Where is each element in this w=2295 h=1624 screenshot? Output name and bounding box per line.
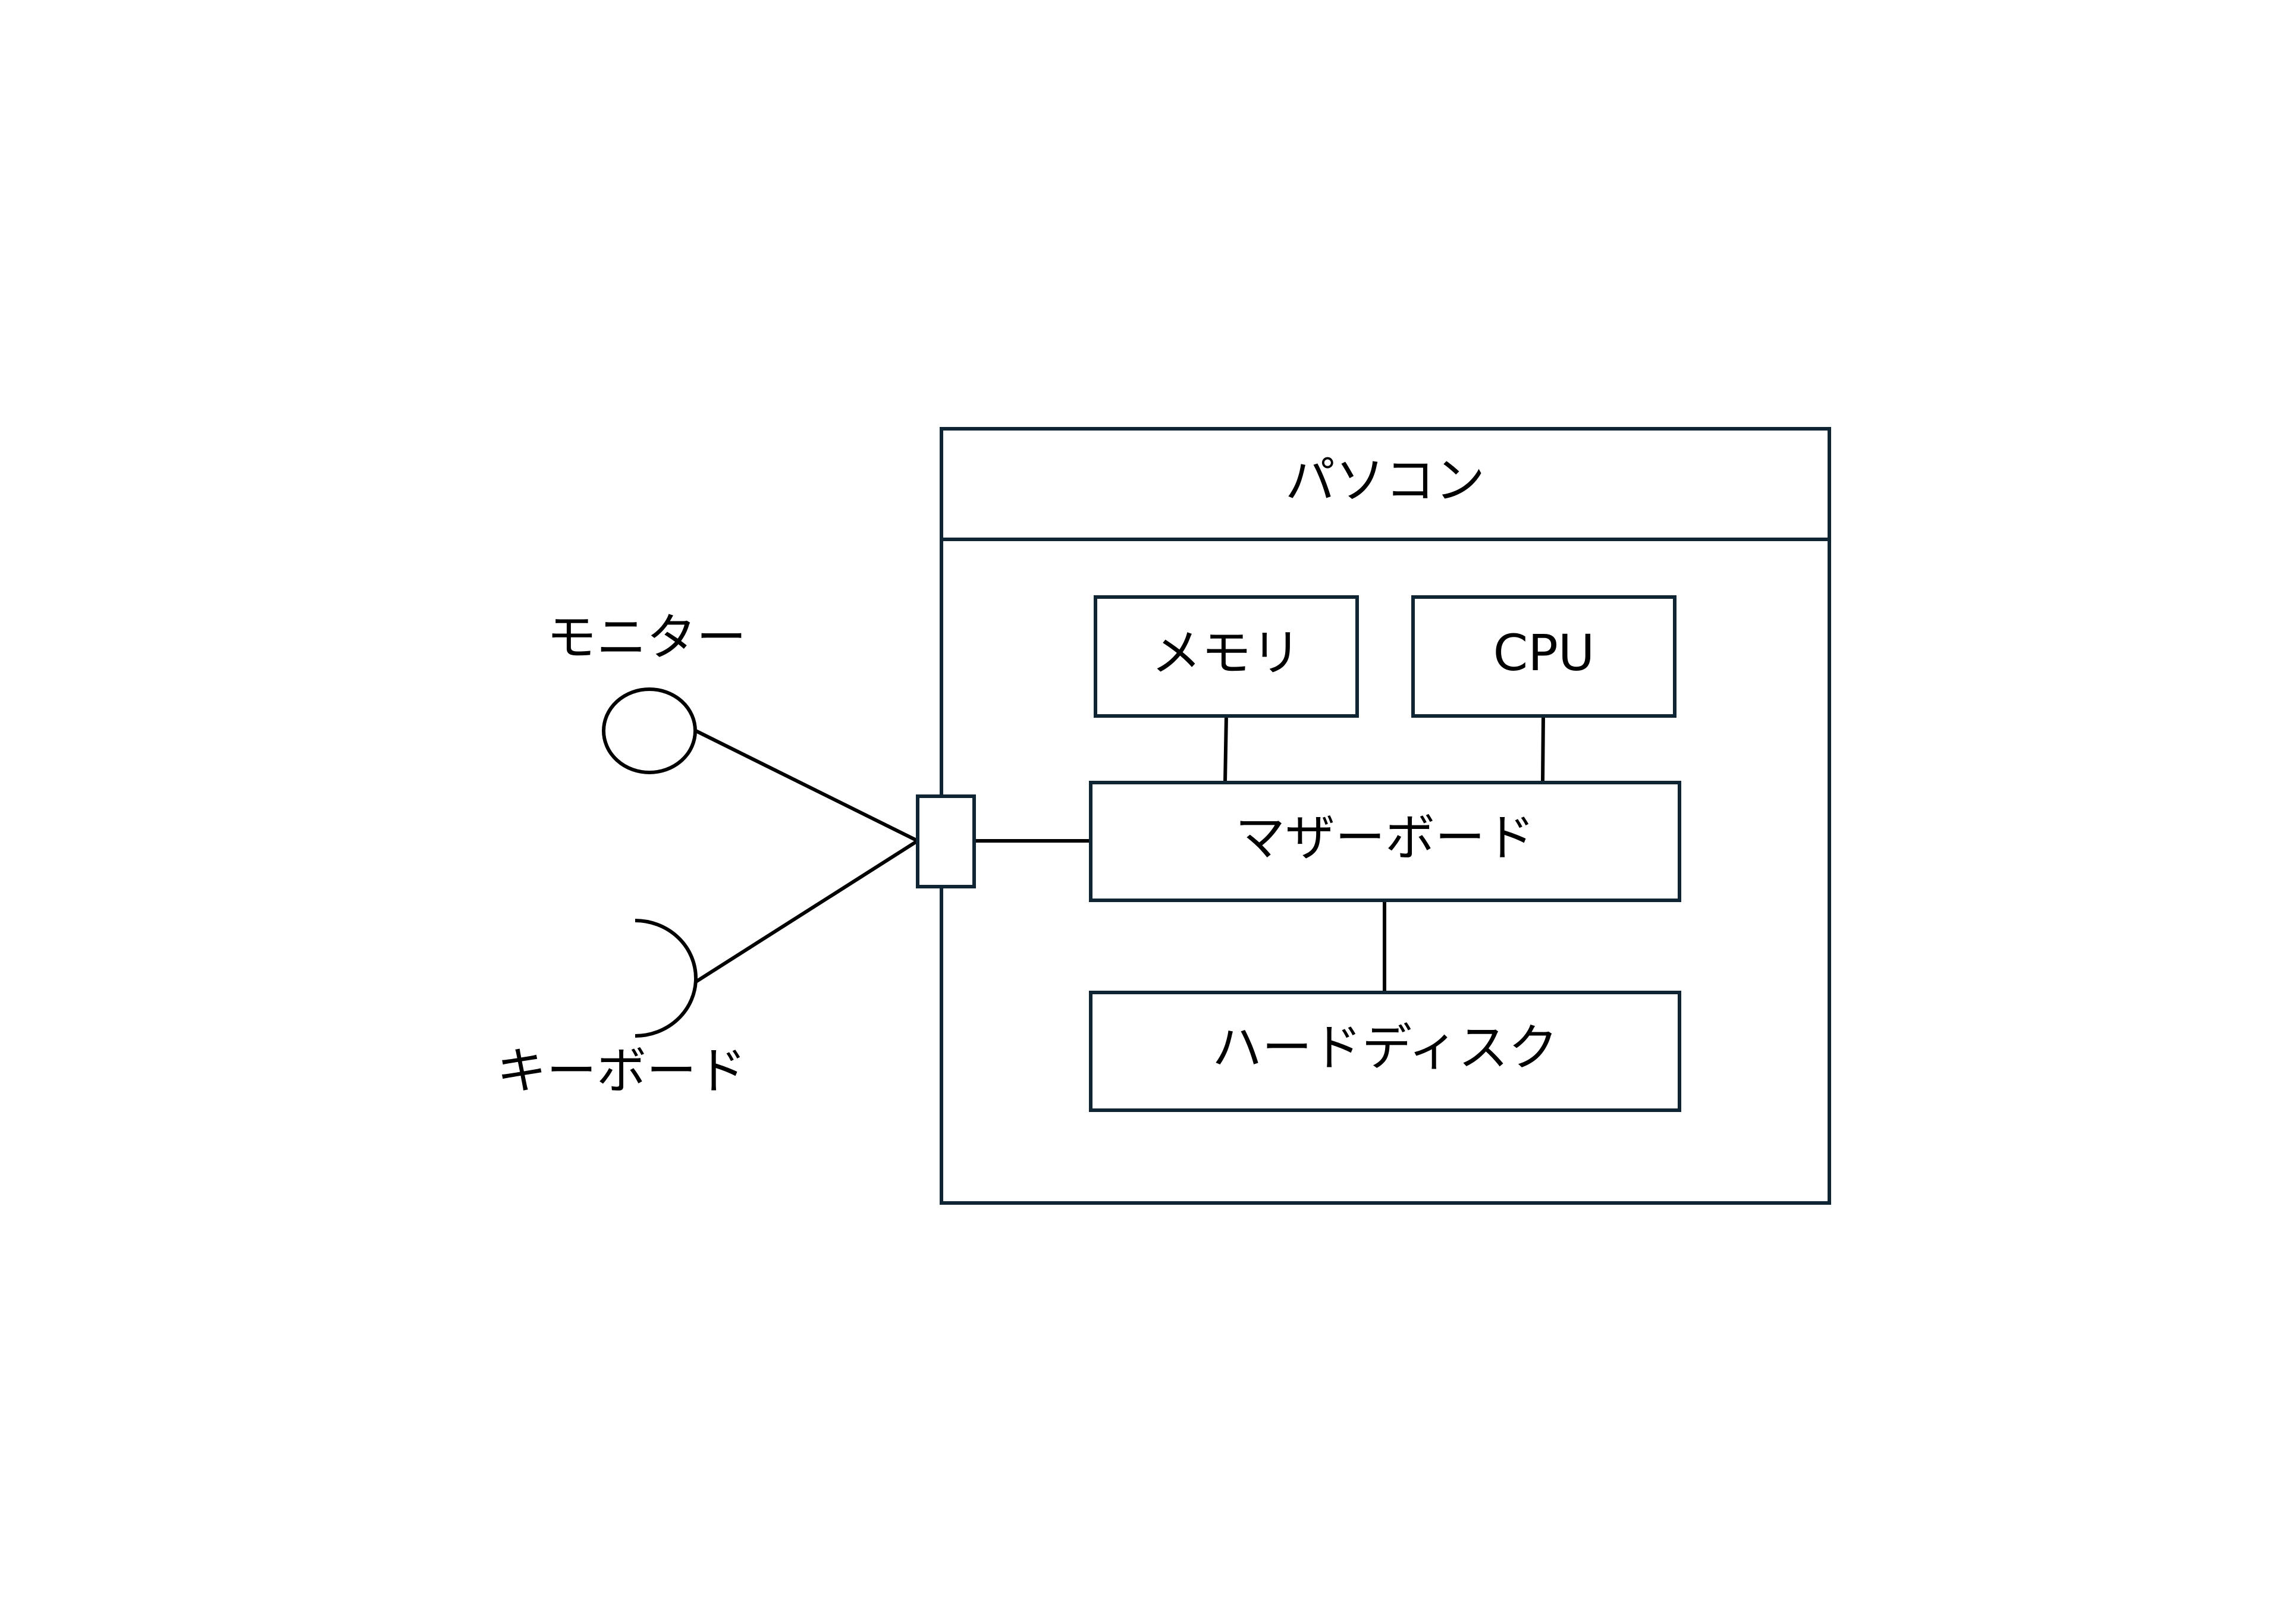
cpu-part[interactable]: CPU — [1411, 595, 1676, 718]
monitor-label: モニター — [547, 608, 746, 667]
keyboard-interface[interactable]: キーボード — [497, 919, 746, 1100]
memory-box — [1094, 595, 1359, 718]
harddisk-label: ハードディスク — [1212, 1019, 1558, 1077]
monitor-interface-wire — [695, 729, 919, 843]
motherboard-box — [1089, 781, 1681, 902]
harddisk-box — [1089, 991, 1681, 1112]
memory-label: メモリ — [1151, 624, 1301, 682]
motherboard-part[interactable]: マザーボード — [1089, 781, 1681, 902]
monitor-interface[interactable]: モニター — [547, 608, 746, 774]
keyboard-label: キーボード — [497, 1042, 746, 1100]
cpu-box — [1411, 595, 1676, 718]
harddisk-part[interactable]: ハードディスク — [1089, 991, 1681, 1112]
provided-interface-lollipop-icon — [602, 687, 697, 774]
motherboard-label: マザーボード — [1235, 809, 1535, 867]
keyboard-interface-wire — [695, 839, 919, 984]
cpu-label: CPU — [1493, 624, 1595, 682]
memory-motherboard-connector — [1223, 715, 1228, 783]
port[interactable] — [916, 794, 976, 888]
required-interface-socket-icon — [635, 919, 698, 1038]
pc-title: パソコン — [1285, 451, 1485, 510]
memory-part[interactable]: メモリ — [1094, 595, 1359, 718]
